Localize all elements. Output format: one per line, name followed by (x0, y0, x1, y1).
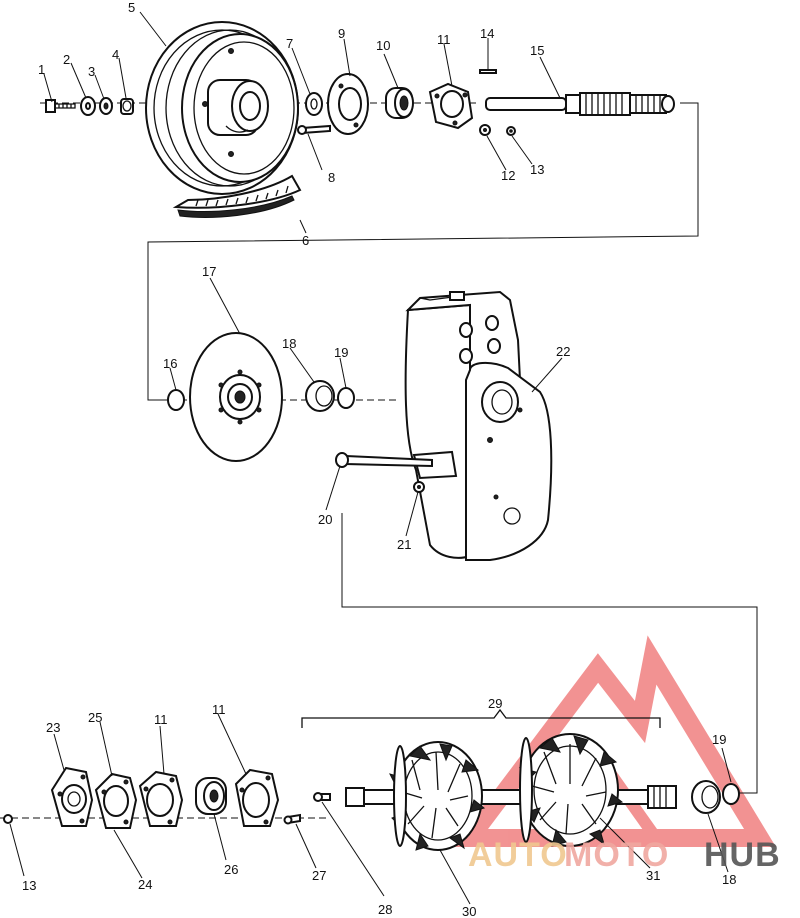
part-14-key (479, 69, 497, 74)
part-9-flange-plate (327, 73, 369, 135)
label-part-25: 25 (88, 710, 102, 725)
part-7-ring (305, 92, 323, 116)
label-part-11-top: 11 (437, 32, 451, 47)
label-part-10: 10 (376, 38, 390, 53)
watermark-auto: AUTO (468, 836, 568, 874)
part-2-washer (80, 96, 96, 116)
label-part-8: 8 (328, 170, 335, 185)
part-19-ring (337, 387, 355, 409)
part-5-drive-pulley (145, 21, 299, 195)
part-8-bolt (297, 124, 331, 135)
part-6-belt (172, 174, 302, 218)
label-part-13-bottom: 13 (22, 878, 36, 893)
label-part-28: 28 (378, 902, 392, 917)
leader-lines (9, 11, 732, 905)
part-19-ring-bottom (722, 783, 740, 805)
label-part-13-top: 13 (530, 162, 544, 177)
label-part-18-bottom: 18 (722, 872, 736, 887)
watermark-text: AUTO MOTO HUB (468, 836, 781, 874)
part-18-bearing-bottom (691, 780, 721, 814)
part-17-driven-pulley (189, 332, 283, 462)
label-part-30: 30 (462, 904, 476, 918)
part-1-bolt (45, 99, 76, 113)
part-16-ring (167, 389, 185, 411)
watermark-moto: MOTO (564, 836, 669, 874)
label-part-19-mid: 19 (334, 345, 348, 360)
label-part-19-bottom: 19 (712, 732, 726, 747)
part-24-gasket (94, 772, 138, 829)
part-4-bushing (120, 98, 134, 115)
part-26-bearing (195, 777, 227, 815)
part-22-gearbox-housing (404, 290, 553, 561)
part-18-bearing (305, 380, 335, 412)
label-part-16: 16 (163, 356, 177, 371)
part-29-auger-assembly (301, 708, 677, 809)
label-part-23: 23 (46, 720, 60, 735)
label-part-20: 20 (318, 512, 332, 527)
watermark-hub: HUB (704, 836, 781, 874)
label-part-15: 15 (530, 43, 544, 58)
part-12-nut (479, 124, 491, 136)
label-part-17: 17 (202, 264, 216, 279)
part-15-shaft (485, 92, 675, 116)
part-10-bearing (385, 87, 414, 119)
part-11-bearing-flange-bottom-2 (234, 768, 280, 827)
label-part-5: 5 (128, 0, 135, 15)
label-part-11-bottom-2: 11 (212, 702, 226, 717)
label-part-18-mid: 18 (282, 336, 296, 351)
part-11-bearing-flange-bottom-1 (138, 770, 184, 827)
label-part-27: 27 (312, 868, 326, 883)
label-part-2: 2 (63, 52, 70, 67)
label-part-1: 1 (38, 62, 45, 77)
part-20-bolt (335, 452, 433, 468)
part-31-impeller (518, 733, 624, 847)
part-21-nut (413, 481, 425, 493)
label-part-7: 7 (286, 36, 293, 51)
label-part-31: 31 (646, 868, 660, 883)
label-part-26: 26 (224, 862, 238, 877)
label-part-24: 24 (138, 877, 152, 892)
label-part-3: 3 (88, 64, 95, 79)
part-28-screw (313, 792, 331, 802)
label-part-11-bottom-1: 11 (154, 712, 168, 727)
part-3-washer (99, 97, 113, 115)
label-part-21: 21 (397, 537, 411, 552)
part-13-nut-bottom (3, 814, 13, 824)
label-part-9: 9 (338, 26, 345, 41)
label-part-4: 4 (112, 47, 119, 62)
part-number-labels: 1 2 3 4 5 6 7 8 9 10 11 12 13 14 15 16 1… (22, 0, 736, 918)
label-part-22: 22 (556, 344, 570, 359)
label-part-6: 6 (302, 233, 309, 248)
part-13-nut (506, 126, 516, 136)
part-27-screw (283, 813, 301, 825)
label-part-12: 12 (501, 168, 515, 183)
label-part-14: 14 (480, 26, 494, 41)
part-23-end-flange (50, 766, 94, 827)
label-part-29: 29 (488, 696, 502, 711)
part-11-bearing-flange (428, 82, 474, 130)
part-30-impeller (389, 741, 486, 851)
